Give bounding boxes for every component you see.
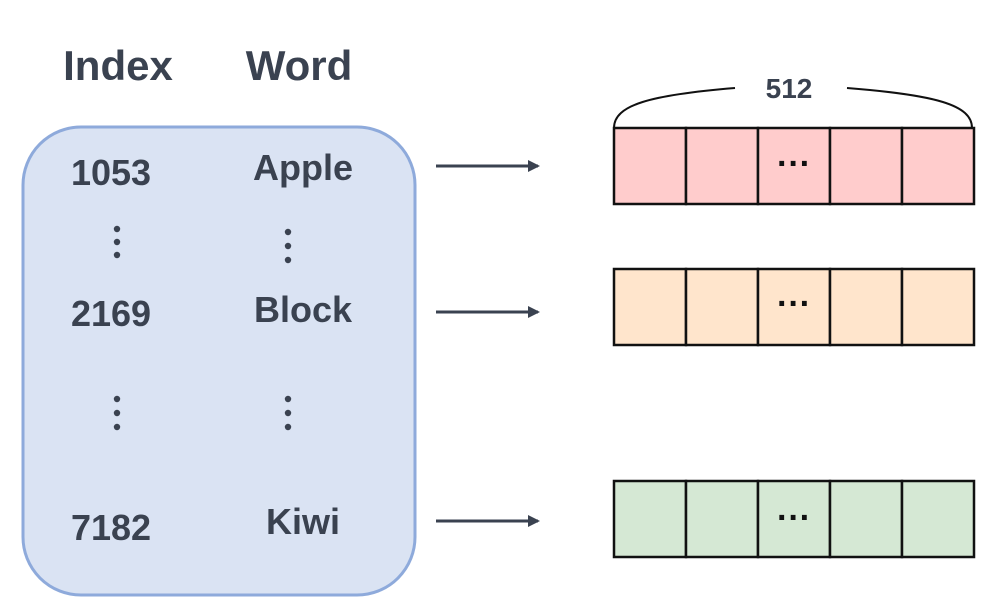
vector-cell [756,126,832,206]
vertical-ellipsis-word-2 [284,395,292,431]
index-cell-3: 7182 [71,507,151,548]
vector-cell [900,479,976,559]
vector-cell [612,267,688,347]
vector-ellipsis-kiwi: ··· [777,499,811,537]
vector-cell [684,126,760,206]
index-cell-1: 1053 [71,152,151,193]
vector-ellipsis-apple: ··· [777,145,811,183]
word-cell-2: Block [254,289,353,330]
dimension-brace-left [613,87,736,129]
embedding-vector-block: ··· [612,267,976,347]
vertical-ellipsis-index-1 [113,225,121,259]
vector-cell [612,126,688,206]
vector-cell [828,479,904,559]
vector-cell [684,479,760,559]
vector-cell [612,479,688,559]
vector-cell [828,267,904,347]
lookup-table-box [21,125,417,597]
embedding-vector-kiwi: ··· [612,479,976,559]
vector-cell [684,267,760,347]
dimension-label: 512 [766,73,813,104]
index-header: Index [63,42,173,89]
word-cell-3: Kiwi [266,501,340,542]
dimension-brace-right [846,87,973,129]
word-cell-1: Apple [253,147,353,188]
vertical-ellipsis-word-1 [284,228,292,264]
vertical-ellipsis-index-2 [113,395,121,431]
vector-cell [900,267,976,347]
vector-cell [900,126,976,206]
word-header: Word [246,42,353,89]
vector-ellipsis-block: ··· [777,285,811,323]
vector-cell [828,126,904,206]
embedding-vector-apple: ··· [612,126,976,206]
index-cell-2: 2169 [71,293,151,334]
